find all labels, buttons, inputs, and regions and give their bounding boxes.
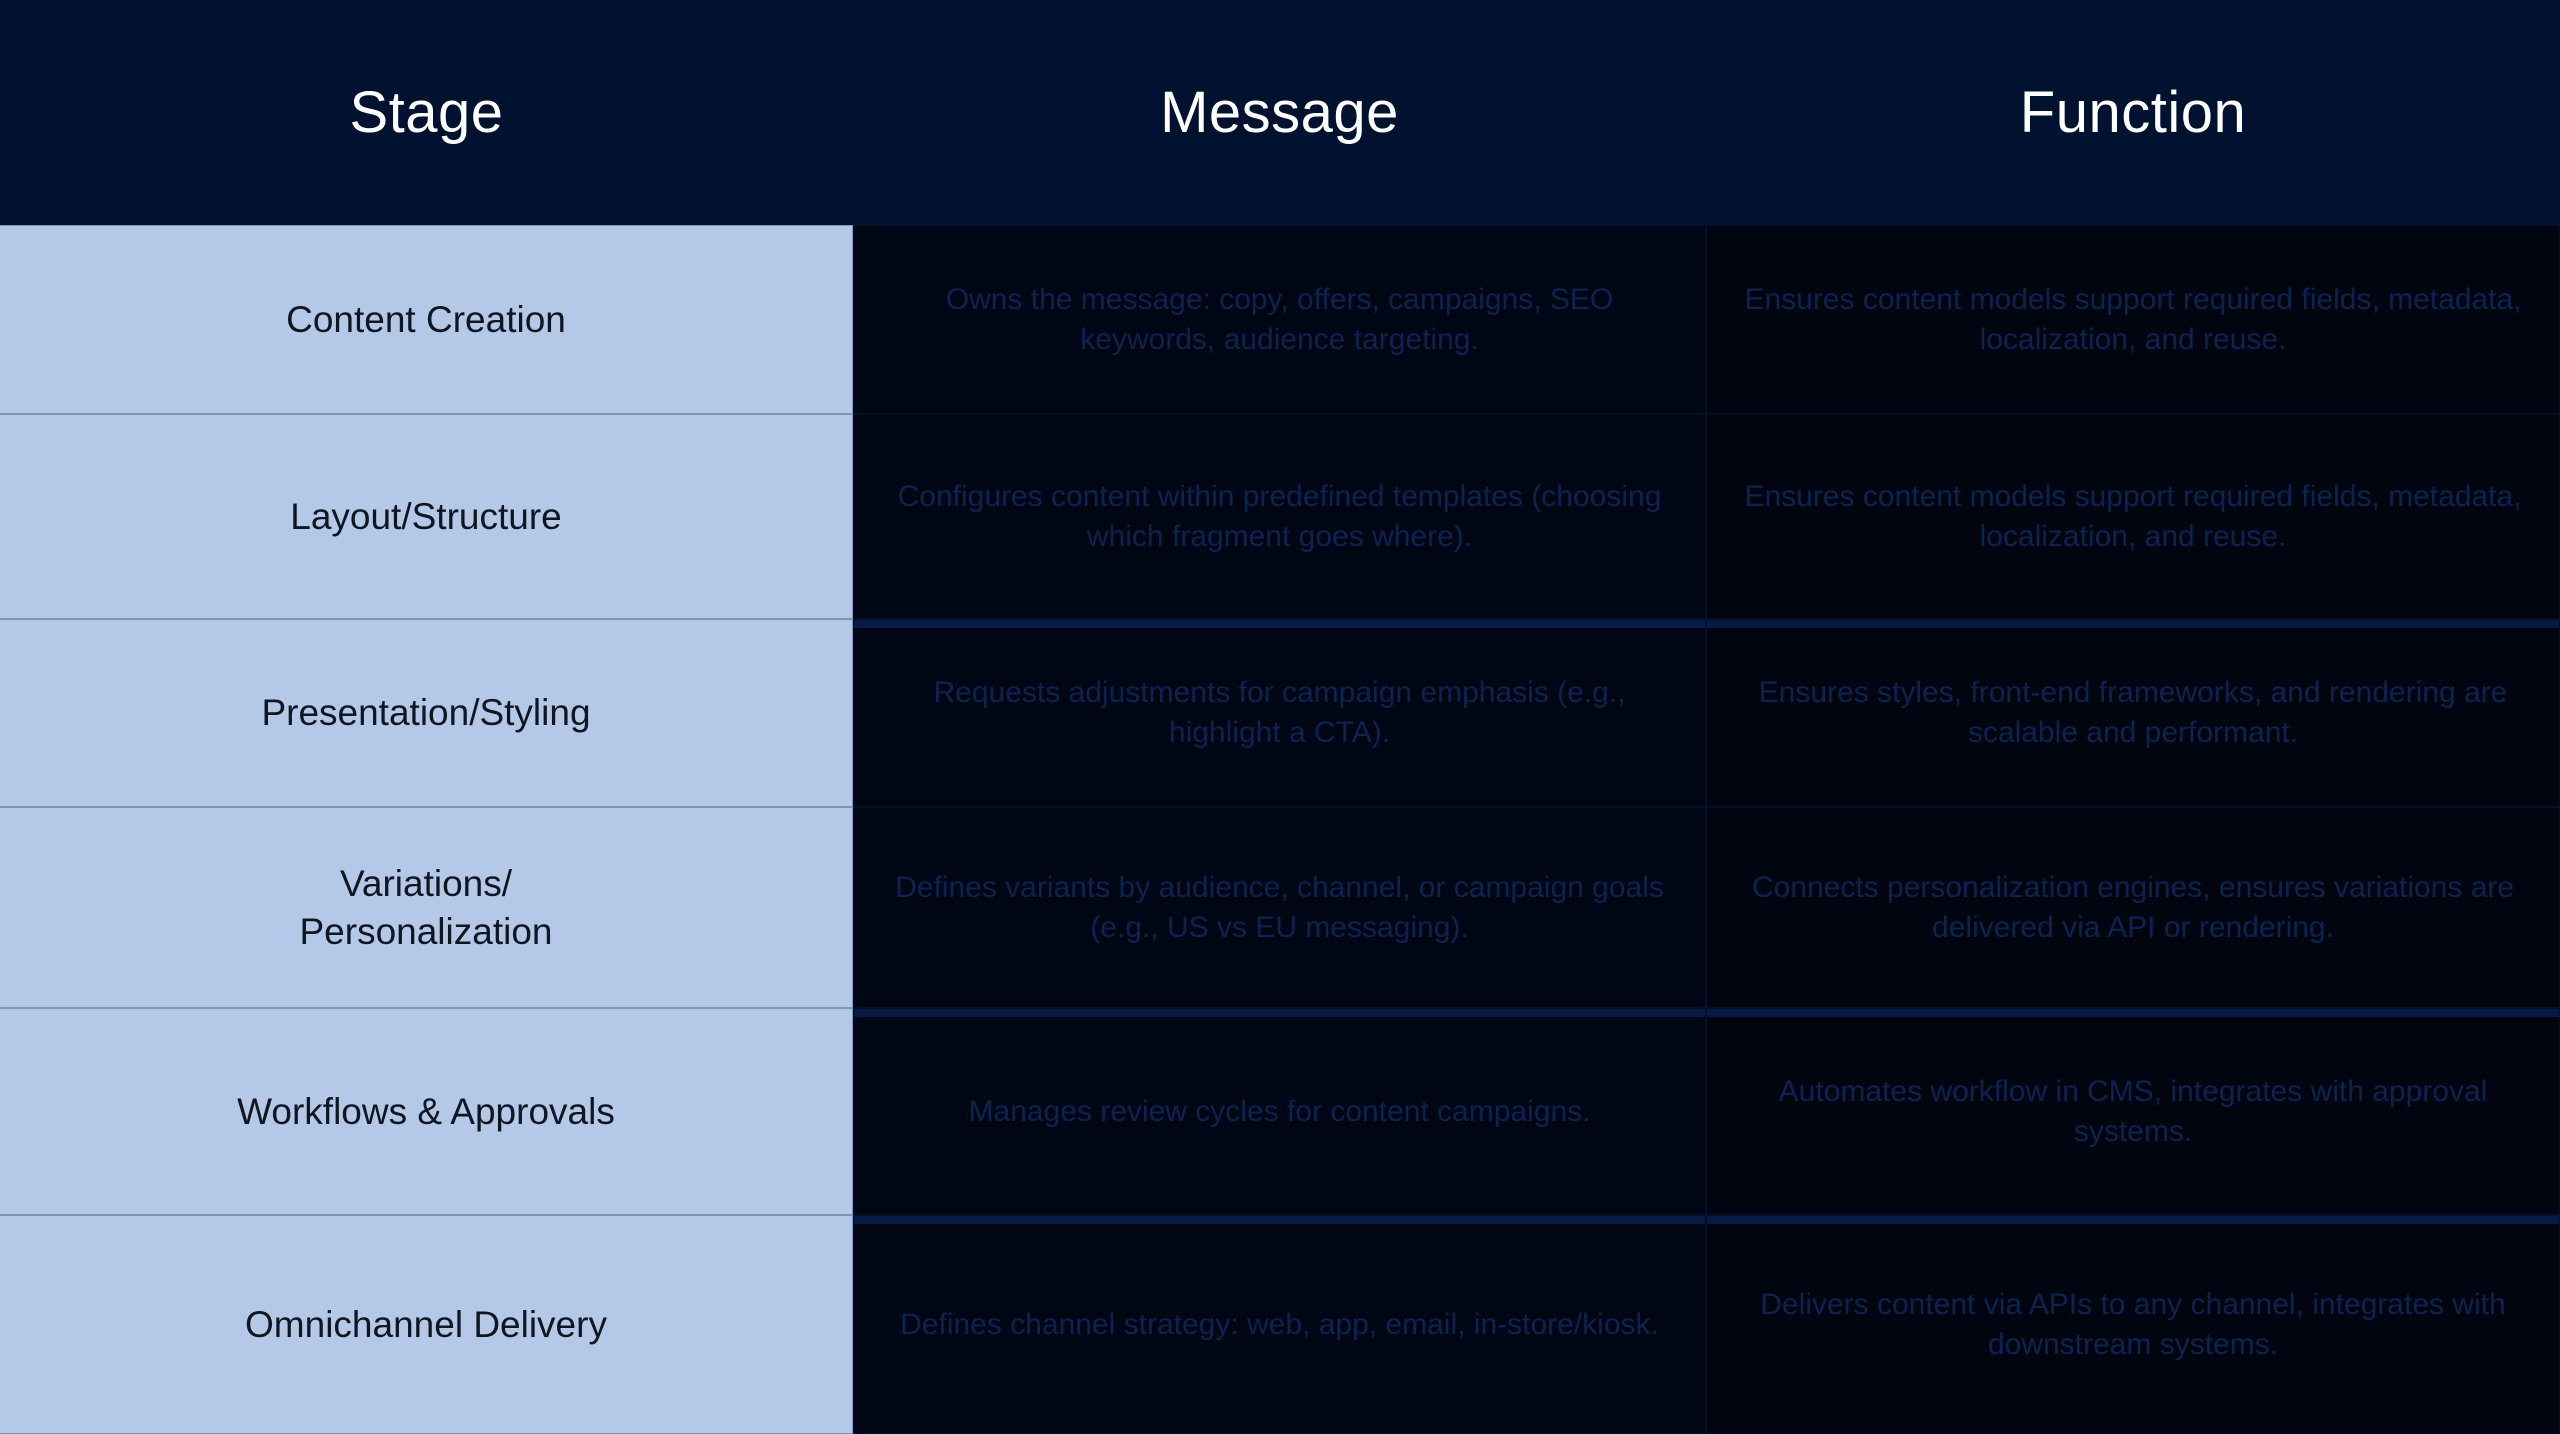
table-row: Content Creation Owns the message: copy,… [0,225,2560,414]
cell-stage: Presentation/Styling [0,619,853,807]
cell-function: Automates workflow in CMS, integrates wi… [1706,1008,2560,1215]
table-row: Variations/ Personalization Defines vari… [0,807,2560,1008]
table-row: Layout/Structure Configures content with… [0,414,2560,619]
cell-function: Ensures content models support required … [1706,225,2560,414]
cell-message: Manages review cycles for content campai… [853,1008,1706,1215]
cell-stage: Omnichannel Delivery [0,1215,853,1434]
cell-stage: Workflows & Approvals [0,1008,853,1215]
column-header-function: Function [2019,79,2247,145]
cell-message: Defines variants by audience, channel, o… [853,807,1706,1008]
cell-message: Defines channel strategy: web, app, emai… [853,1215,1706,1434]
table-row: Omnichannel Delivery Defines channel str… [0,1215,2560,1434]
cell-stage: Content Creation [0,225,853,414]
cell-message: Requests adjustments for campaign emphas… [853,619,1706,807]
cell-function: Ensures content models support required … [1706,414,2560,619]
cell-message: Owns the message: copy, offers, campaign… [853,225,1706,414]
cell-function: Connects personalization engines, ensure… [1706,807,2560,1008]
table-body: Content Creation Owns the message: copy,… [0,225,2560,1434]
cell-stage: Layout/Structure [0,414,853,619]
table-row: Workflows & Approvals Manages review cyc… [0,1008,2560,1215]
column-header-message: Message [1160,79,1399,145]
cell-function: Delivers content via APIs to any channel… [1706,1215,2560,1434]
table-header: Stage Message Function [0,0,2560,225]
cell-message: Configures content within predefined tem… [853,414,1706,619]
table-row: Presentation/Styling Requests adjustment… [0,619,2560,807]
column-header-stage: Stage [349,79,504,145]
cell-function: Ensures styles, front-end frameworks, an… [1706,619,2560,807]
cell-stage: Variations/ Personalization [0,807,853,1008]
